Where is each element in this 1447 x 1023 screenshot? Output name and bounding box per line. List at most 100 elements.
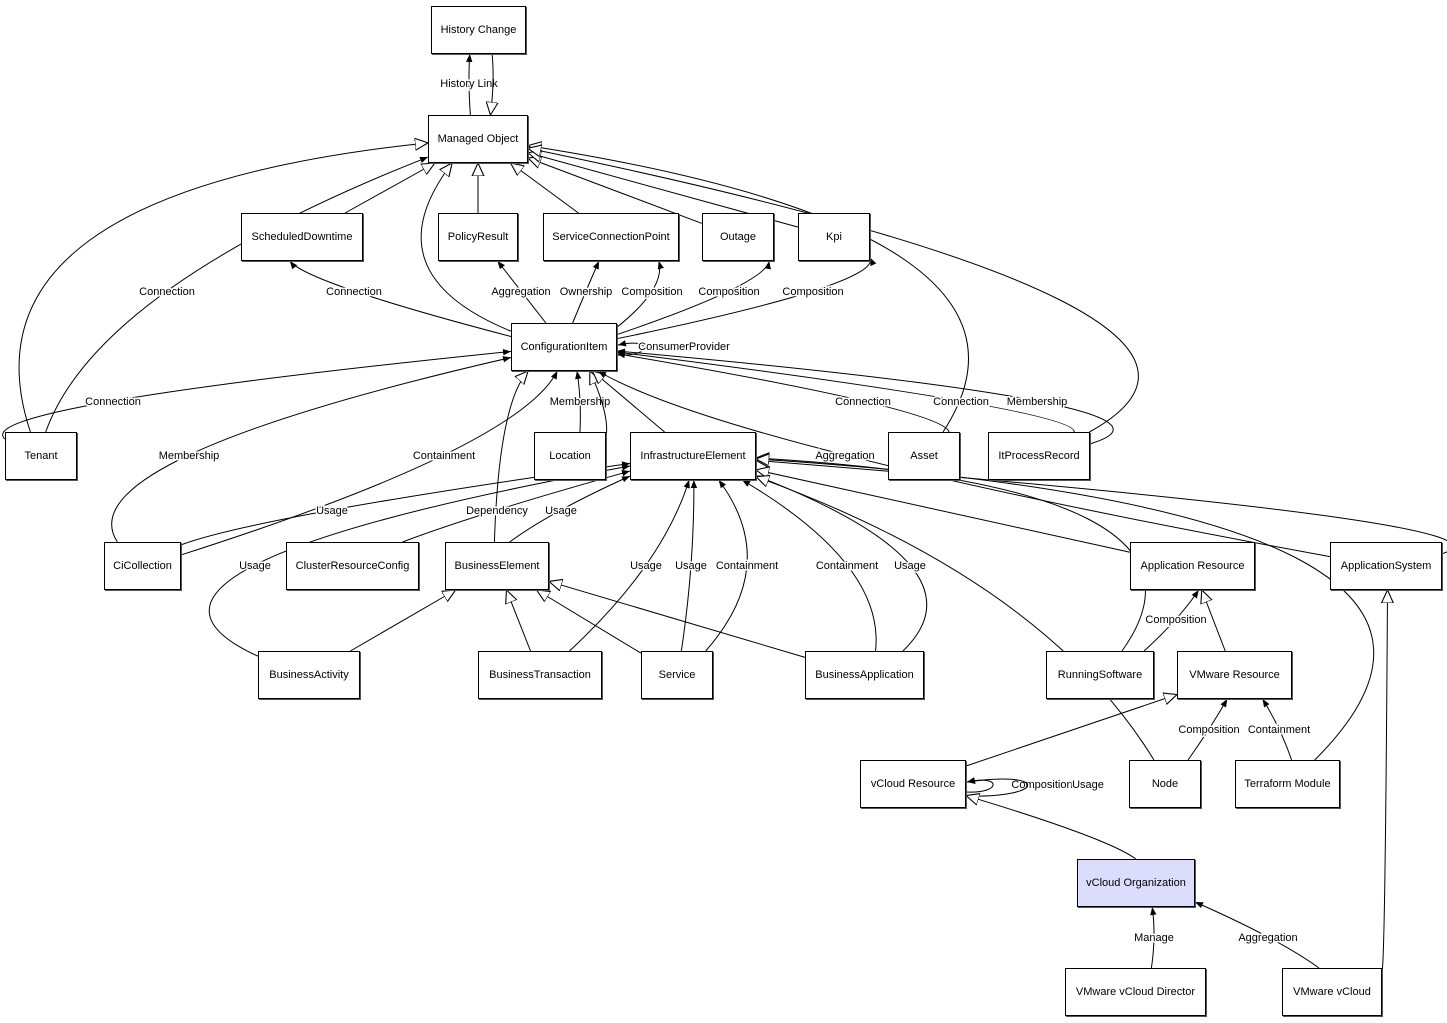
edge-label: Connection	[835, 396, 891, 408]
class-node-label: Application Resource	[1140, 560, 1245, 572]
association-edge	[402, 470, 631, 543]
class-node-asset[interactable]: Asset	[888, 432, 960, 480]
inheritance-edge	[756, 458, 1146, 652]
class-node-itpr[interactable]: ItProcessRecord	[988, 432, 1090, 480]
association-edge	[289, 260, 512, 338]
class-node-label: BusinessApplication	[815, 669, 914, 681]
class-node-scp[interactable]: ServiceConnectionPoint	[543, 213, 679, 261]
class-node-label: Location	[549, 450, 591, 462]
class-node-label: Node	[1151, 778, 1179, 790]
class-node-ie[interactable]: InfrastructureElement	[630, 432, 756, 480]
class-node-label: VMware vCloud Director	[1075, 986, 1196, 998]
class-node-cicollection[interactable]: CiCollection	[104, 542, 181, 590]
association-edge	[616, 260, 664, 328]
association-edge	[180, 370, 558, 556]
class-node-outage[interactable]: Outage	[702, 213, 774, 261]
class-node-bactivity[interactable]: BusinessActivity	[258, 651, 360, 699]
association-edge	[1194, 901, 1320, 969]
class-node-label: ClusterResourceConfig	[295, 560, 410, 572]
edge-label: Containment	[816, 560, 878, 572]
class-node-label: BusinessActivity	[269, 669, 349, 681]
edge-label: Ownership	[560, 286, 613, 298]
inheritance-edge	[1382, 590, 1388, 973]
class-node-btransaction[interactable]: BusinessTransaction	[478, 651, 602, 699]
class-node-vcorg[interactable]: vCloud Organization	[1077, 859, 1195, 907]
edge-label: Connection	[933, 396, 989, 408]
class-node-label: VMware vCloud	[1293, 986, 1371, 998]
edge-label: Usage	[239, 560, 271, 572]
class-node-ci[interactable]: ConfigurationItem	[511, 323, 617, 371]
class-node-service[interactable]: Service	[641, 651, 713, 699]
class-node-history-change[interactable]: History Change	[431, 6, 526, 54]
association-edge	[965, 777, 1029, 797]
edge-label: Usage	[894, 560, 926, 572]
class-node-policy-result[interactable]: PolicyResult	[438, 213, 518, 261]
inheritance-edge	[420, 163, 512, 332]
inheritance-edge	[592, 371, 665, 433]
association-edge	[680, 479, 698, 652]
class-node-appsys[interactable]: ApplicationSystem	[1330, 542, 1442, 590]
class-node-location[interactable]: Location	[534, 432, 606, 480]
edge-label: Aggregation	[815, 450, 874, 462]
association-edge	[1150, 906, 1157, 969]
edge-label: Membership	[159, 450, 220, 462]
class-node-label: InfrastructureElement	[640, 450, 746, 462]
association-edge	[45, 156, 429, 433]
class-node-label: Tenant	[24, 450, 58, 462]
association-edge	[616, 348, 1114, 445]
inheritance-edge	[528, 148, 1139, 433]
edge-label: History Link	[440, 78, 498, 90]
association-edge	[597, 370, 1331, 558]
edge-label: Membership	[550, 396, 611, 408]
association-edge	[497, 260, 547, 324]
association-edge	[569, 479, 690, 652]
edge-label: Connection	[139, 286, 195, 298]
class-node-appres[interactable]: Application Resource	[1130, 542, 1255, 590]
class-node-managed-object[interactable]: Managed Object	[428, 115, 528, 163]
class-node-label: ApplicationSystem	[1340, 560, 1432, 572]
inheritance-edge	[549, 581, 806, 658]
class-node-kpi[interactable]: Kpi	[798, 213, 870, 261]
inheritance-edge	[18, 143, 428, 433]
edge-label: Dependency	[466, 505, 528, 517]
inheritance-edge	[528, 146, 969, 433]
class-node-vcloud[interactable]: VMware vCloud	[1282, 968, 1382, 1016]
class-node-be[interactable]: BusinessElement	[445, 542, 549, 590]
class-node-label: ConfigurationItem	[520, 341, 608, 353]
class-node-label: Kpi	[826, 231, 842, 243]
edge-label: Aggregation	[491, 286, 550, 298]
class-node-tm[interactable]: Terraform Module	[1235, 760, 1340, 808]
inheritance-edge	[537, 590, 642, 654]
class-node-crc[interactable]: ClusterResourceConfig	[286, 542, 419, 590]
edge-label: Aggregation	[1238, 932, 1297, 944]
class-node-node[interactable]: Node	[1129, 760, 1201, 808]
inheritance-edge	[756, 460, 1447, 555]
class-node-rs[interactable]: RunningSoftware	[1046, 651, 1154, 699]
class-node-scheduled-downtime[interactable]: ScheduledDowntime	[241, 213, 363, 261]
class-node-label: BusinessTransaction	[489, 669, 591, 681]
edge-label: Containment	[1248, 724, 1310, 736]
class-node-label: ItProcessRecord	[998, 450, 1080, 462]
class-node-label: BusinessElement	[454, 560, 540, 572]
association-edge	[509, 475, 631, 543]
class-node-vmres[interactable]: VMware Resource	[1177, 651, 1292, 699]
edge-label: Connection	[326, 286, 382, 298]
class-node-bapp[interactable]: BusinessApplication	[805, 651, 924, 699]
association-edge	[616, 351, 950, 433]
class-node-vcres[interactable]: vCloud Resource	[860, 760, 966, 808]
edge-label: Composition	[698, 286, 759, 298]
association-edge	[466, 53, 473, 116]
edge-label: Usage	[630, 560, 662, 572]
class-node-label: VMware Resource	[1189, 669, 1280, 681]
class-node-label: RunningSoftware	[1057, 669, 1143, 681]
association-edge	[1187, 698, 1228, 761]
association-edge	[572, 260, 600, 324]
edge-label: Composition	[1178, 724, 1239, 736]
inheritance-edge	[1202, 590, 1226, 652]
edge-label: Usage	[316, 505, 348, 517]
class-node-vcd[interactable]: VMware vCloud Director	[1065, 968, 1206, 1016]
class-node-label: ScheduledDowntime	[251, 231, 353, 243]
class-node-tenant[interactable]: Tenant	[5, 432, 77, 480]
edge-label: Composition	[782, 286, 843, 298]
